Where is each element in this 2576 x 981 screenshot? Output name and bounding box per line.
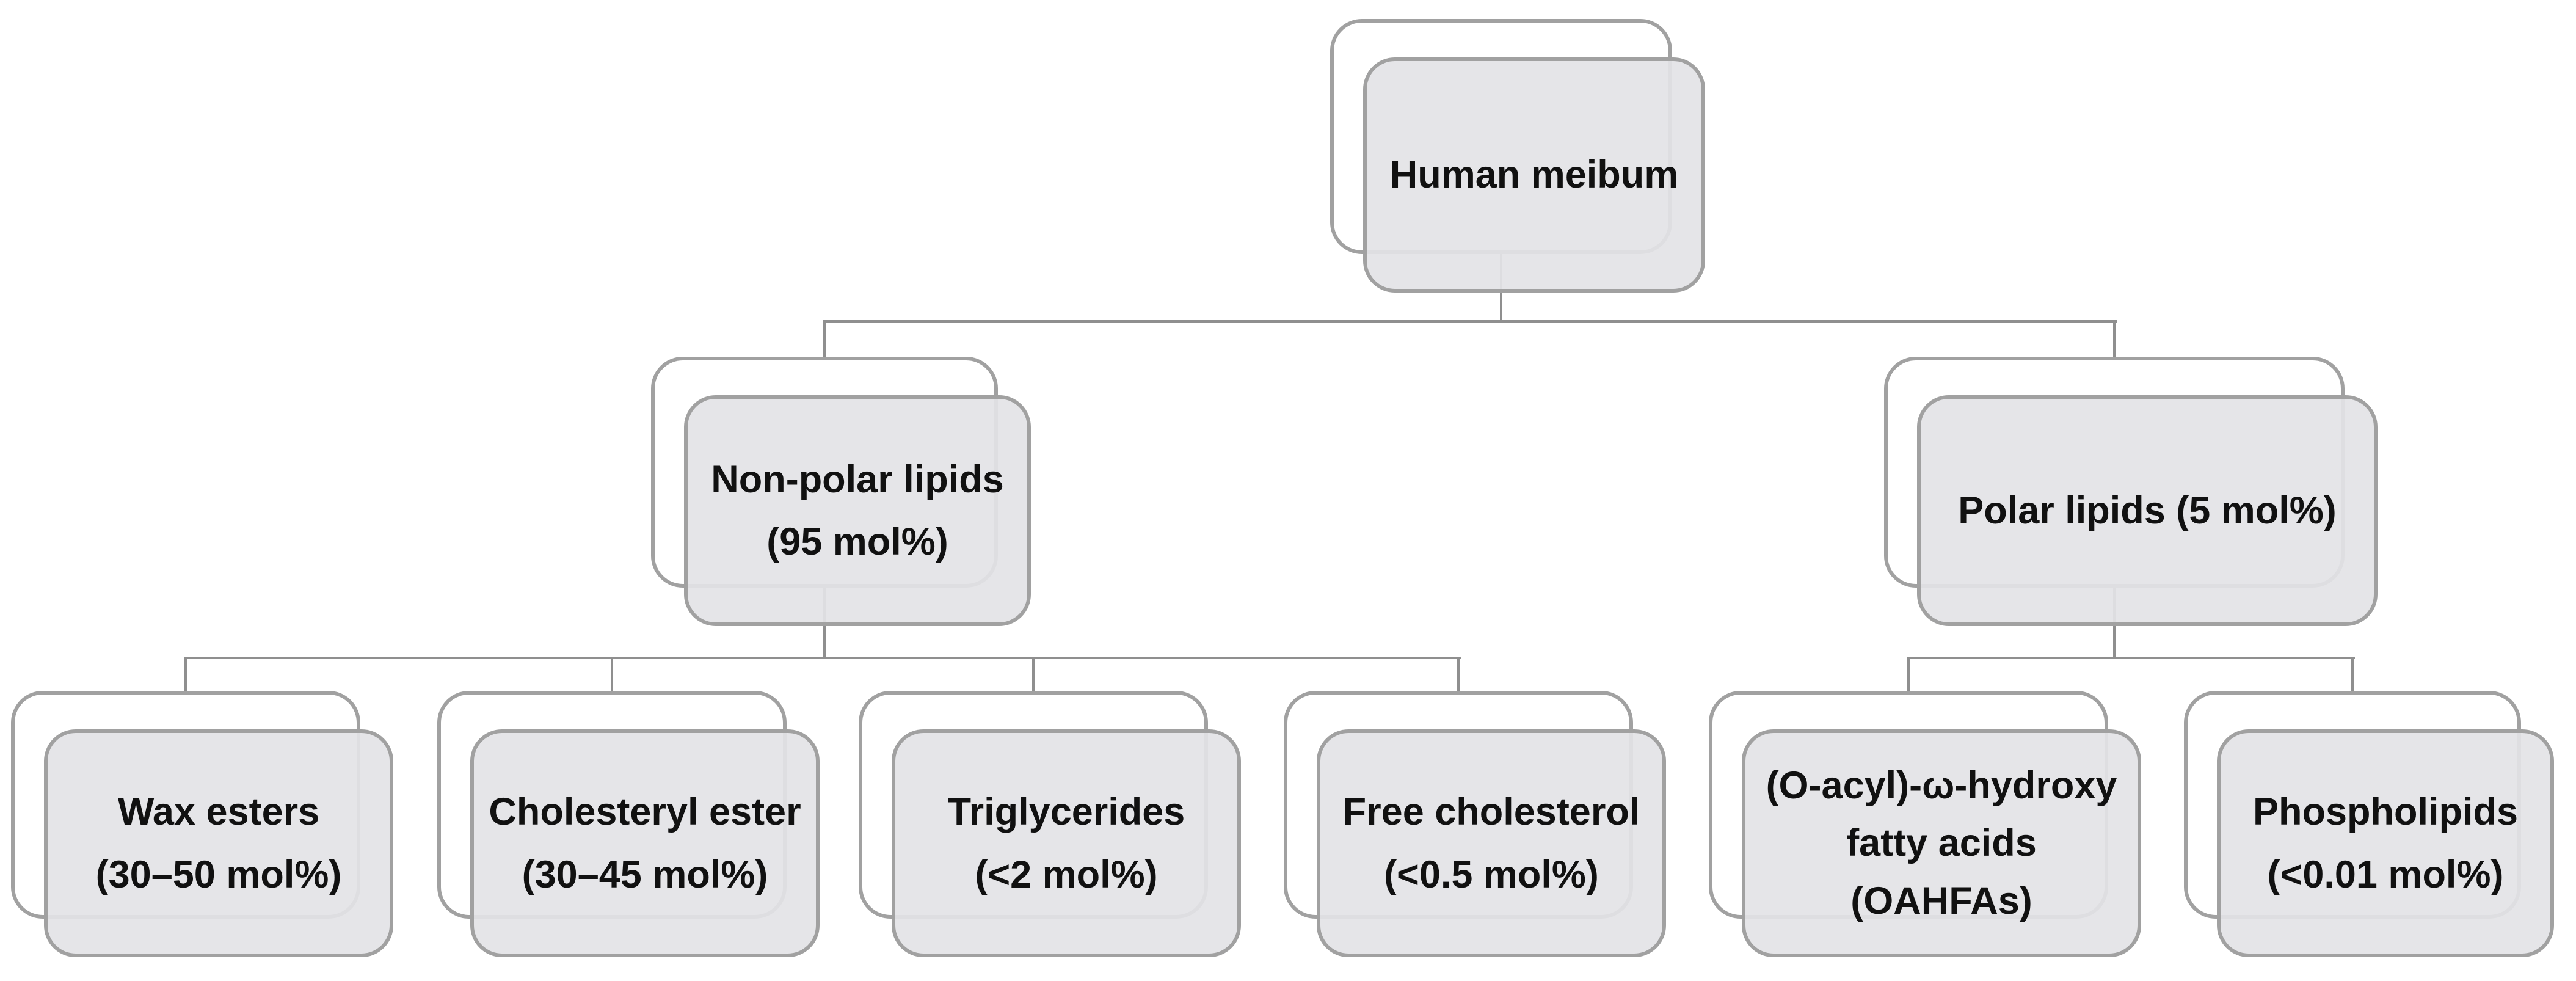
connector-nonpolar-stem-top [823, 320, 826, 359]
node-value-line: (<0.5 mol%) [1384, 853, 1599, 896]
node-value-line: (<2 mol%) [975, 853, 1158, 896]
node-value-line: (<0.01 mol%) [2267, 853, 2504, 896]
node-card: (O-acyl)-ω-hydroxy fatty acids (OAHFAs) [1742, 729, 2141, 957]
node-label-line: Free cholesterol [1342, 790, 1640, 834]
node-human-meibum: Human meibum [1330, 19, 1705, 293]
node-non-polar-lipids: Non-polar lipids (95 mol%) [651, 357, 1031, 626]
node-card: Triglycerides (<2 mol%) [892, 729, 1241, 957]
node-label-line: (O-acyl)-ω-hydroxy [1766, 764, 2117, 807]
node-value-line: (95 mol%) [766, 520, 948, 563]
connector-stub-oahfas [1907, 657, 1910, 693]
node-label-line: Wax esters [117, 790, 320, 834]
connector-stub-phospholipids [2351, 657, 2354, 693]
node-label-line: fatty acids [1846, 822, 2037, 865]
node-card: Cholesteryl ester (30–45 mol%) [470, 729, 820, 957]
connector-polar-stem-top [2113, 320, 2116, 359]
connector-stub-wax-esters [184, 657, 187, 693]
node-oahfas: (O-acyl)-ω-hydroxy fatty acids (OAHFAs) [1709, 691, 2141, 957]
node-free-cholesterol: Free cholesterol (<0.5 mol%) [1284, 691, 1666, 957]
connector-level1-bar [823, 320, 2117, 323]
node-card: Phospholipids (<0.01 mol%) [2217, 729, 2554, 957]
connector-stub-cholesteryl-ester [611, 657, 613, 693]
node-cholesteryl-ester: Cholesteryl ester (30–45 mol%) [437, 691, 820, 957]
node-polar-lipids: Polar lipids (5 mol%) [1884, 357, 2378, 626]
node-label-line: Phospholipids [2253, 790, 2518, 834]
connector-stub-triglycerides [1032, 657, 1035, 693]
connector-nonpolar-children-bar [184, 657, 1461, 659]
node-card: Polar lipids (5 mol%) [1917, 395, 2378, 626]
node-label-line: Human meibum [1389, 153, 1679, 197]
node-triglycerides: Triglycerides (<2 mol%) [859, 691, 1241, 957]
node-label-line: Cholesteryl ester [489, 790, 801, 834]
connector-polar-children-bar [1907, 657, 2355, 659]
node-card: Free cholesterol (<0.5 mol%) [1317, 729, 1666, 957]
node-card: Wax esters (30–50 mol%) [44, 729, 393, 957]
node-card: Human meibum [1363, 57, 1705, 293]
node-value-line: (30–50 mol%) [95, 853, 342, 896]
node-value-line: (30–45 mol%) [522, 853, 768, 896]
node-phospholipids: Phospholipids (<0.01 mol%) [2184, 691, 2554, 957]
node-label-line: Triglycerides [947, 790, 1185, 834]
connector-stub-free-cholesterol [1457, 657, 1460, 693]
node-card: Non-polar lipids (95 mol%) [684, 395, 1031, 626]
node-label-line: Polar lipids (5 mol%) [1958, 489, 2337, 532]
node-label-line: Non-polar lipids [711, 458, 1004, 501]
node-value-line: (OAHFAs) [1850, 879, 2032, 922]
node-wax-esters: Wax esters (30–50 mol%) [11, 691, 393, 957]
